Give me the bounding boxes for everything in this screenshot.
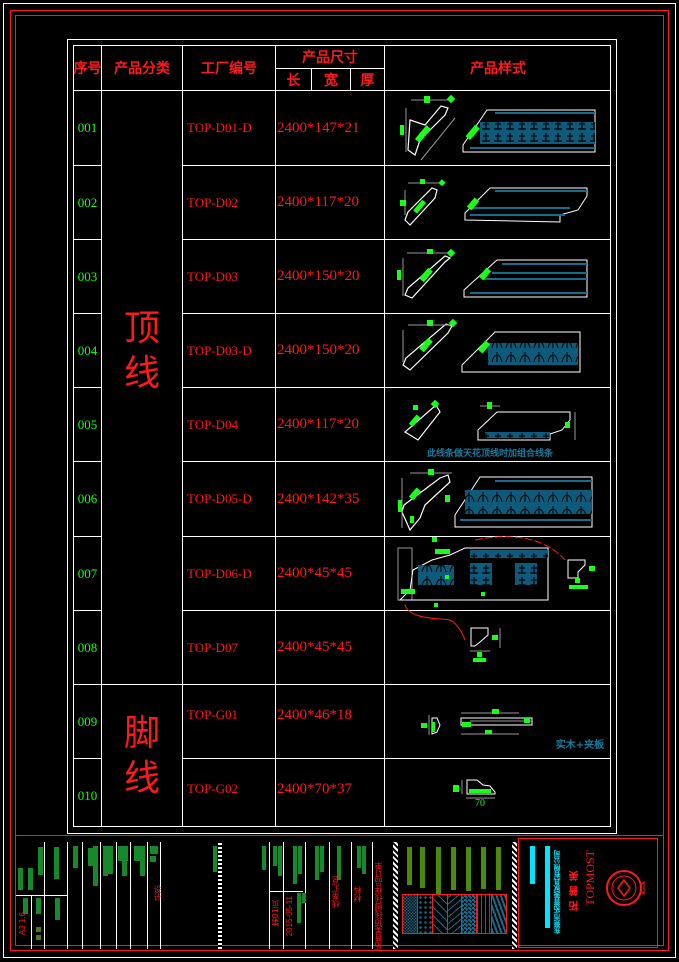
header-width: 宽 [324,72,338,89]
checker-divider-3 [512,842,517,949]
row-code: TOP-G02 [187,781,239,796]
moulding-render-004 [461,331,581,373]
company-cyan-bar [530,846,535,884]
moulding-render-001 [462,109,596,153]
table-outer-border [67,39,617,834]
outer-frame-red [10,10,669,951]
category-crown-moulding: 顶 线 [102,91,182,681]
row-code: TOP-D03 [187,268,239,284]
moulding-render-006 [454,476,593,528]
material-label: 材料 [353,886,362,902]
profile-drawing-003 [397,248,456,299]
hatch-swatches [402,894,507,934]
category-label-line1: 脚 [123,713,160,754]
hatch-swatch [477,895,493,933]
category-label-line2: 线 [123,353,160,394]
profile-drawing-009 [421,715,441,735]
composite-drawing-007 [397,536,566,641]
designer-label: 设计 [153,885,162,901]
row-index: 003 [77,268,98,284]
profile-drawing-004 [402,318,458,371]
header-thickness: 厚 [360,72,375,89]
row-code: TOP-D01-D [187,120,252,135]
row-code: TOP-D07 [187,639,239,655]
category-label-line2: 线 [123,758,160,799]
row-index: 001 [77,120,98,135]
profile-drawing-010: 70 [453,779,496,809]
row-size: 2400*117*20 [277,416,359,432]
moulding-render-005 [477,402,576,441]
row-index: 007 [77,565,98,581]
profile-drawing-009-long [460,709,533,735]
row-code: TOP-G01 [187,707,239,722]
row-size: 2400*147*21 [277,119,360,136]
hatch-swatch [492,895,507,933]
checker-divider-1 [218,842,222,949]
outer-frame-white [3,3,676,958]
category-skirting: 脚 线 [102,685,182,827]
profile-drawing-008 [470,627,501,662]
profile-drawing-007-detail [567,559,595,589]
page-number-label: 第01页 [271,900,280,927]
inner-frame-red [15,15,664,946]
header-length: 长 [286,72,301,89]
moulding-render-003 [463,259,588,298]
dimension-label-70: 70 [475,798,485,809]
hatch-swatch [462,895,478,933]
company-block-border [518,838,658,948]
row-code: TOP-D02 [187,194,239,210]
row-size: 2400*45*45 [277,639,352,655]
row-index: 002 [77,194,98,210]
row-code: TOP-D06-D [187,565,252,581]
hatch-swatch [447,895,463,933]
row-code: TOP-D04 [187,416,239,432]
note-solid-wood-plywood: 实木+夹板 [556,738,605,751]
drawing-name-label: 拓普美顶线脚线样品订单 [374,862,383,950]
row-index: 005 [77,416,98,432]
category-label-line1: 顶 [123,308,160,349]
moulding-render-002 [464,187,588,223]
row-size: 2400*150*20 [277,268,360,284]
row-code: TOP-D05-D [187,491,252,506]
row-code: TOP-D03-D [187,342,252,358]
checker-divider-2 [393,842,398,949]
profile-drawing-006 [398,469,452,532]
hatch-swatch [432,895,448,933]
header-size: 产品尺寸 [302,49,358,66]
row-size: 2400*142*35 [277,490,360,507]
note-combination-moulding: 此线条做天花顶线时加组合线条 [427,447,554,459]
row-size: 2400*45*45 [277,565,352,581]
row-index: 008 [77,639,98,655]
hatch-swatch [403,895,418,933]
table-inner-border [73,45,611,827]
title-block-separator [15,835,664,836]
header-style: 产品样式 [470,60,526,77]
brand-logo-icon [606,870,645,906]
row-size: 2400*70*37 [277,780,352,797]
row-index: 010 [77,788,98,803]
header-index: 序号 [73,60,102,77]
row-size: 2400*117*20 [277,194,359,210]
row-size: 2400*46*18 [277,706,352,723]
row-size: 2400*150*20 [277,342,360,358]
date-label: 2015-05-11 [285,896,294,937]
summary-label: 线条汇总 [331,876,340,908]
row-index: 009 [77,713,98,729]
profile-drawing-002 [400,179,446,226]
row-index: 006 [77,491,98,506]
company-cyan-bar-2 [545,846,550,928]
header-category: 产品分类 [114,60,170,77]
hatch-swatch [417,895,433,933]
header-factory-code: 工厂编号 [201,60,257,77]
row-index: 004 [77,342,98,358]
profile-drawing-005 [403,399,441,441]
profile-drawing-001 [400,94,456,161]
scale-label: A3 1:6 [18,912,27,936]
